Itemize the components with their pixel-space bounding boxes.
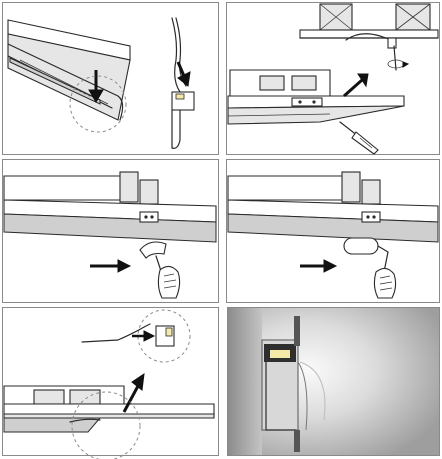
ceiling-section bbox=[3, 385, 215, 433]
ceiling-board bbox=[227, 69, 405, 125]
light-cone-edge bbox=[299, 361, 326, 421]
panel-step-3 bbox=[2, 159, 219, 303]
down-arrow-icon bbox=[88, 70, 104, 103]
ceiling-section bbox=[227, 171, 439, 243]
profile-cross-section bbox=[171, 17, 195, 149]
ceiling-section bbox=[3, 171, 217, 243]
profile-diffuser-detail bbox=[81, 323, 175, 347]
up-arrow-icon bbox=[122, 372, 145, 413]
wall-left-shadow bbox=[228, 308, 262, 456]
profile-top-view bbox=[345, 33, 397, 49]
right-arrow-icon bbox=[90, 259, 132, 273]
right-arrow-icon bbox=[132, 330, 156, 342]
hand-spatula-icon bbox=[139, 241, 181, 299]
detail-circle bbox=[137, 309, 191, 363]
paint-roller-icon bbox=[343, 237, 397, 299]
right-arrow-icon bbox=[300, 259, 338, 273]
profile-photo bbox=[261, 316, 308, 452]
panel-step-2 bbox=[226, 2, 440, 155]
panel-step-5 bbox=[2, 307, 219, 459]
up-arrow-icon bbox=[343, 73, 369, 98]
led-strip bbox=[11, 57, 99, 101]
screwdriver-icon bbox=[339, 121, 379, 155]
detail-circle bbox=[71, 391, 141, 459]
profile-extrusion-long bbox=[7, 19, 131, 121]
screw-icon bbox=[387, 45, 410, 71]
detail-circle bbox=[69, 75, 127, 133]
panel-step-1 bbox=[2, 2, 219, 155]
panel-step-4 bbox=[226, 159, 440, 303]
panel-step-6 bbox=[227, 307, 440, 456]
down-arrow-icon bbox=[176, 61, 191, 87]
ceiling-joists bbox=[299, 3, 439, 39]
